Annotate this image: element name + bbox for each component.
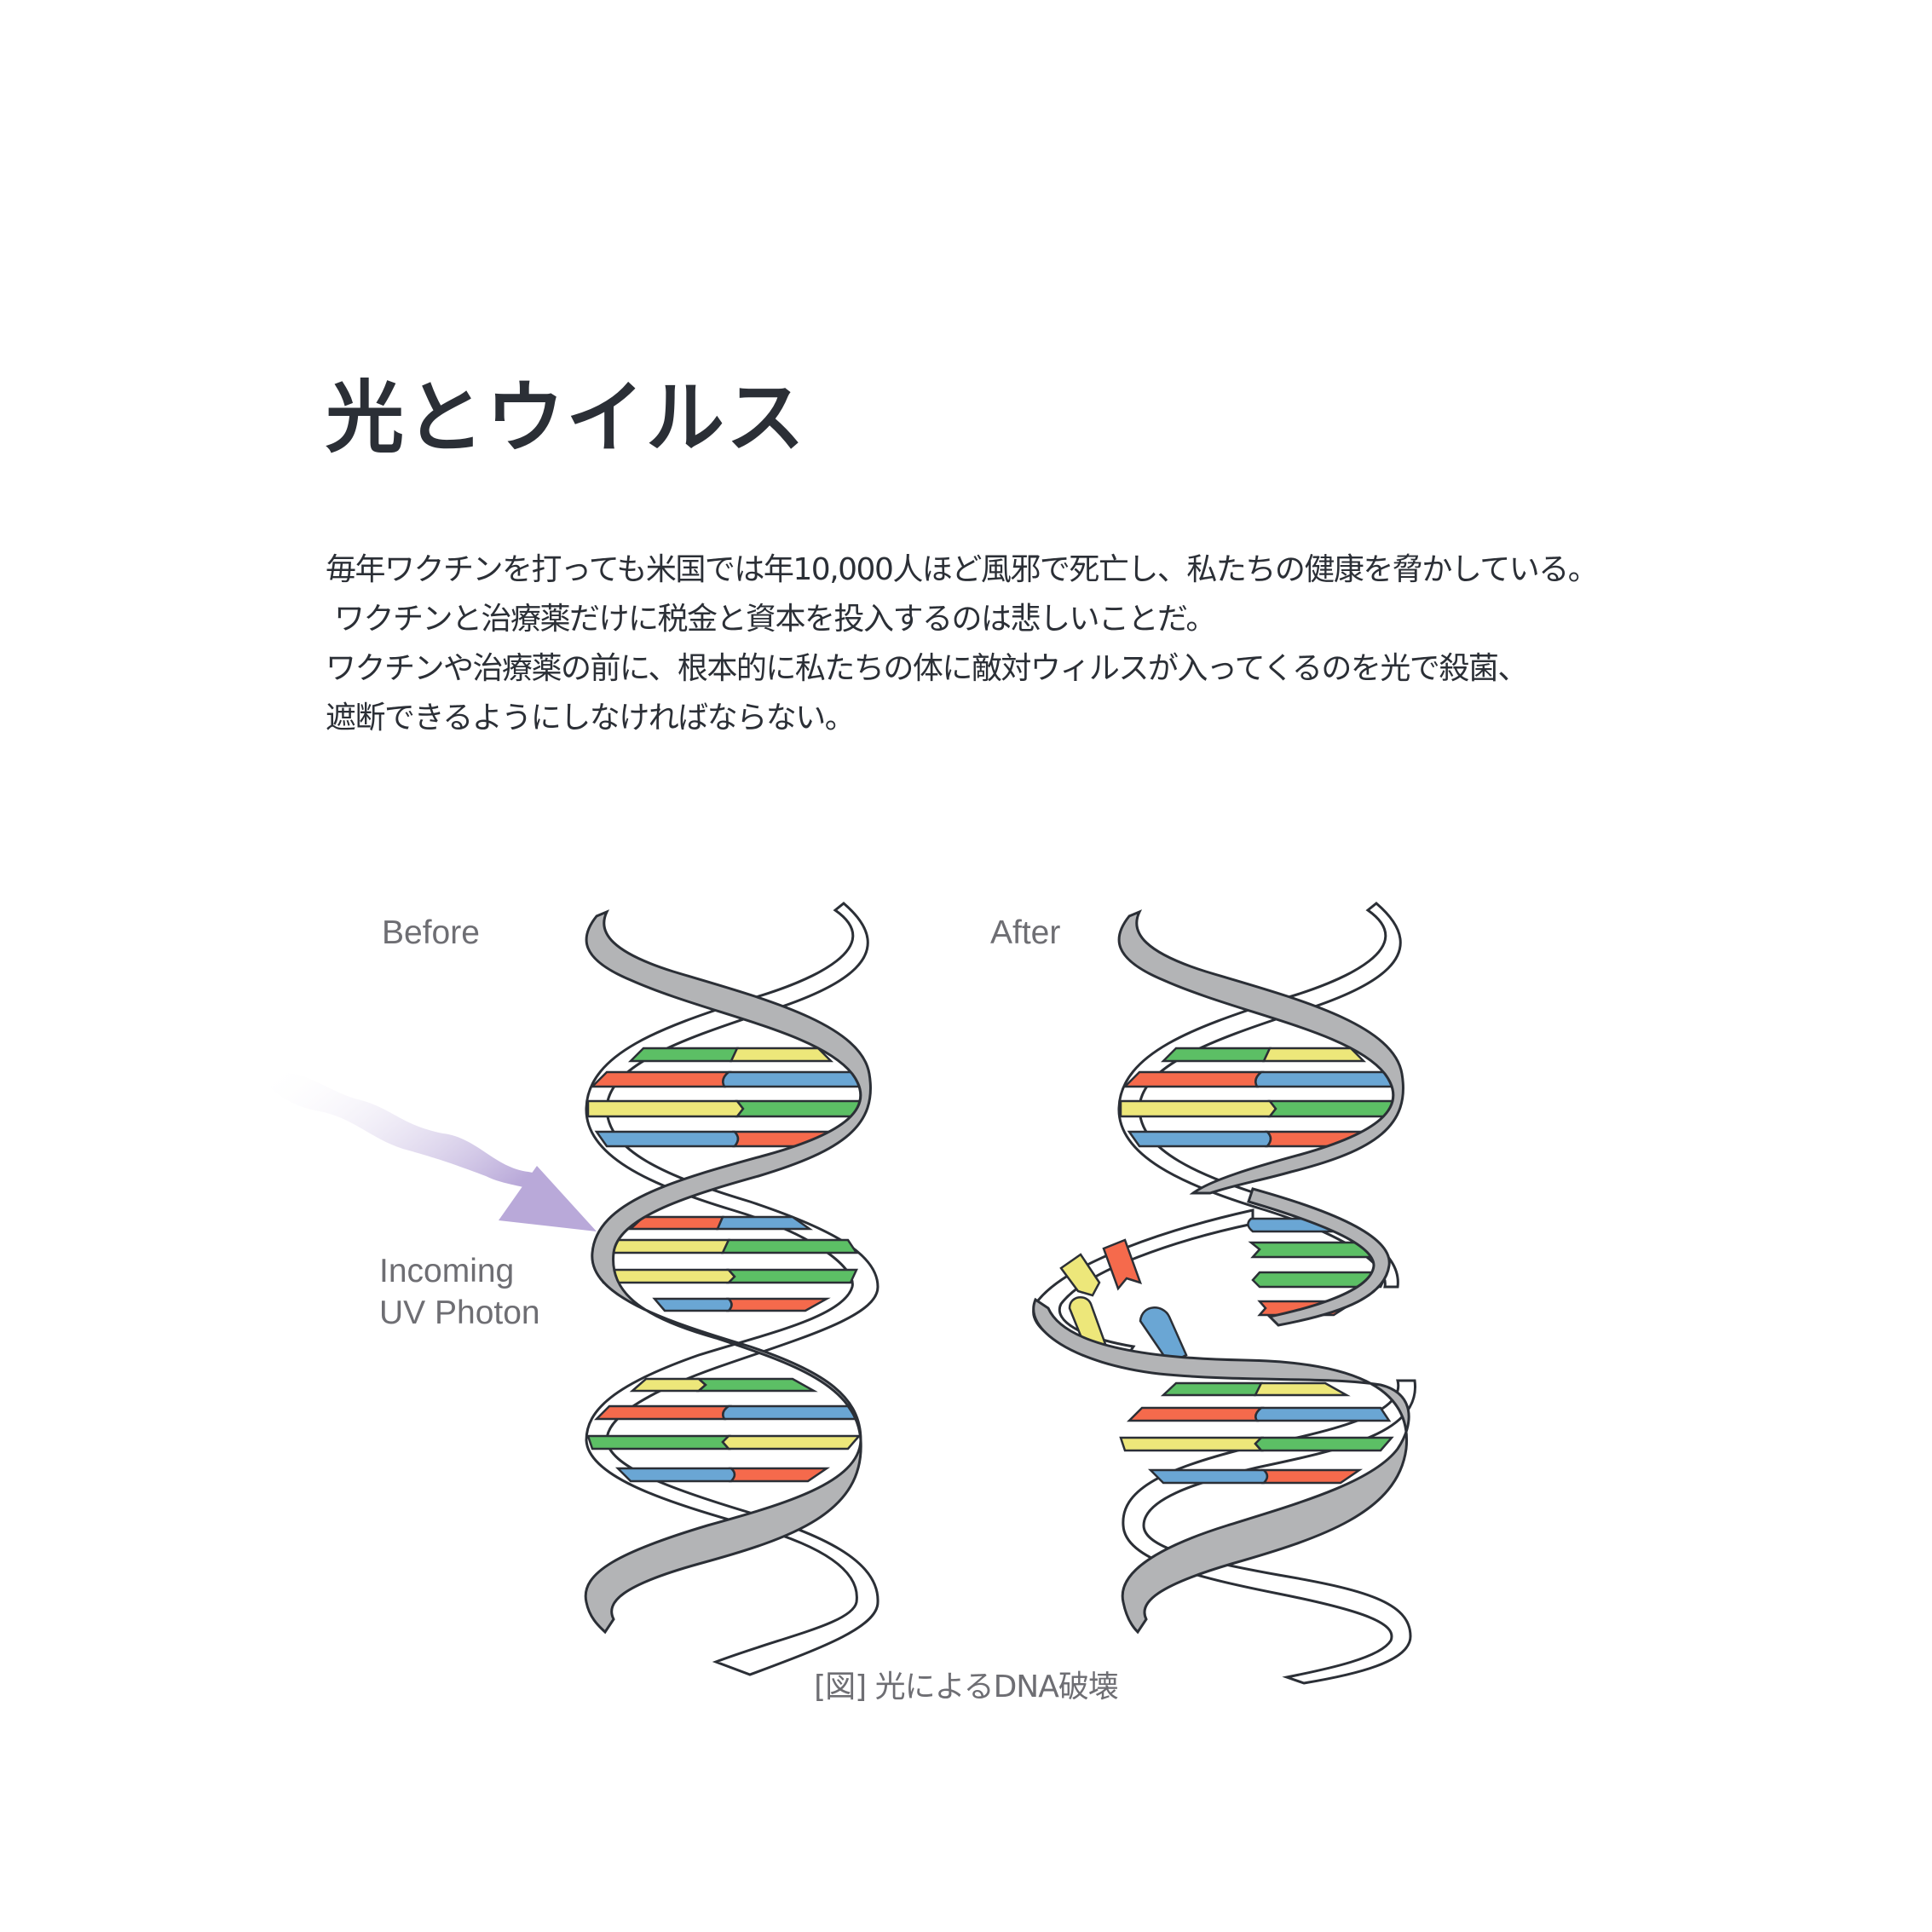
base-blue [594, 1130, 740, 1148]
base-red [589, 1070, 732, 1088]
back-strand [1117, 902, 1402, 1289]
paragraph-line: ワクチンと治療薬だけに税金と資本を投入するのは悲しいことだ。 [326, 602, 1216, 637]
base-blue [1254, 1406, 1392, 1422]
base-blue [614, 1467, 736, 1483]
figure-caption: [図] 光によるDNA破壊 [814, 1670, 1119, 1704]
front-strand [584, 909, 872, 1635]
base-pairs [586, 1047, 864, 1483]
base-red [593, 1404, 732, 1421]
after-label: After [990, 914, 1060, 951]
base-yellow [721, 1434, 862, 1450]
base-blue [722, 1404, 859, 1421]
before-label: Before [382, 914, 480, 951]
base-green [1248, 1241, 1387, 1259]
base-blue [1127, 1130, 1272, 1148]
paragraph-line: 遮断できるようにしなければならない。 [326, 701, 856, 735]
base-red [1126, 1406, 1265, 1422]
base-fragment-yellow [1059, 1253, 1101, 1297]
page-title: 光とウイルス [326, 372, 807, 464]
body-paragraph: 毎年ワクチンを打っても米国では年10,000人ほど風邪で死亡し、私たちの健康を脅… [326, 545, 1655, 743]
base-fragment-blue [1139, 1306, 1188, 1365]
base-green [735, 1099, 864, 1118]
base-red [627, 1215, 724, 1231]
base-green [586, 1434, 732, 1450]
dna-before [584, 902, 879, 1676]
front-strand [1117, 909, 1404, 1195]
front-strand [1247, 1187, 1391, 1327]
base-yellow [1253, 1381, 1351, 1397]
base-green [725, 1268, 858, 1284]
base-green [695, 1377, 818, 1393]
base-green [721, 1238, 859, 1254]
paragraph-line: 毎年ワクチンを打っても米国では年10,000人ほど風邪で死亡し、私たちの健康を脅… [326, 552, 1599, 587]
base-blue [722, 1070, 863, 1088]
dna-after [1032, 902, 1416, 1685]
uv-photon-arrow [264, 1073, 597, 1231]
base-blue [716, 1215, 813, 1231]
base-yellow [1119, 1099, 1277, 1118]
base-fragment-red [1102, 1238, 1143, 1291]
photon-label-line1: Incoming [379, 1253, 514, 1289]
base-yellow [730, 1047, 834, 1063]
base-green [627, 1047, 739, 1063]
base-pairs [1059, 1047, 1397, 1485]
front-strand-broken [1032, 1297, 1410, 1635]
base-yellow [586, 1099, 745, 1118]
base-green [1160, 1381, 1264, 1397]
paragraph-line: ワクチンや治療薬の前に、根本的に私たちの体に敵対ウィルスが入ってくるのを光で殺菌… [326, 651, 1528, 686]
base-red [725, 1297, 831, 1312]
base-red [1122, 1070, 1265, 1088]
photon-label-line2: UV Photon [379, 1295, 540, 1331]
base-yellow [1262, 1047, 1367, 1063]
base-red [1260, 1468, 1364, 1485]
base-green [1160, 1047, 1272, 1063]
back-strand [1122, 1379, 1416, 1685]
base-green [1267, 1099, 1397, 1118]
base-green [1254, 1436, 1394, 1452]
base-blue [652, 1297, 733, 1312]
base-blue [1147, 1468, 1269, 1485]
base-yellow [629, 1377, 707, 1393]
base-yellow [1119, 1436, 1265, 1452]
base-blue [1254, 1070, 1396, 1088]
base-red [728, 1467, 831, 1483]
